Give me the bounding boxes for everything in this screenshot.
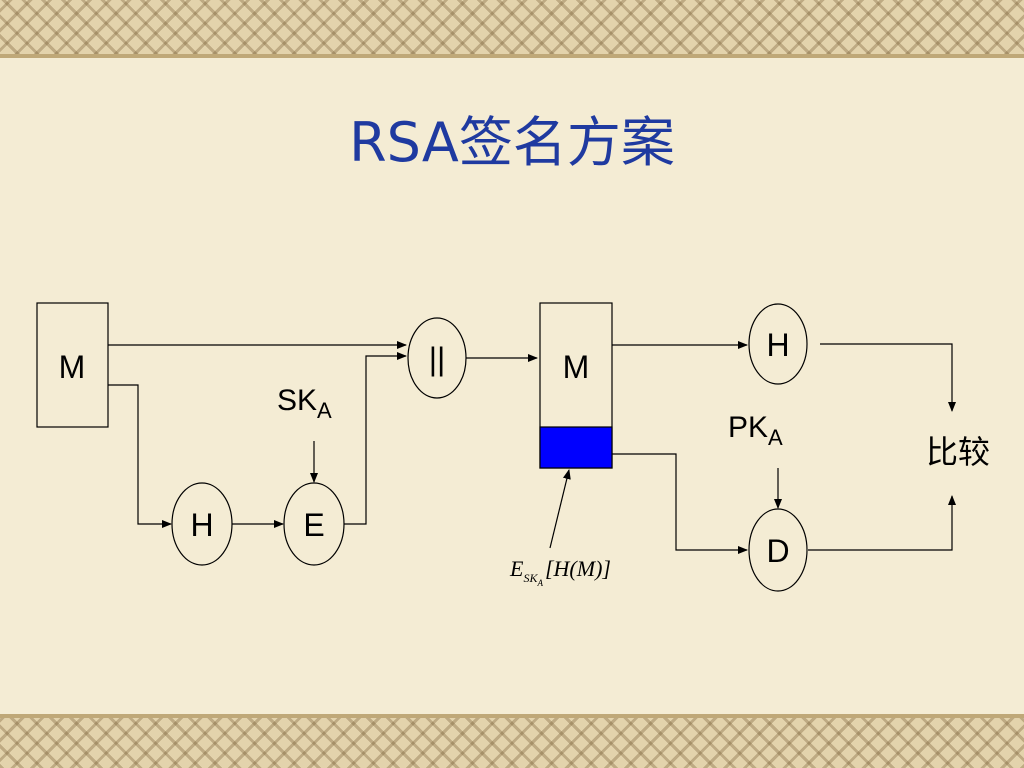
arrow-message-to-hash (108, 384, 172, 528)
page-title: RSA签名方案 (349, 111, 675, 174)
signature-block (539, 426, 613, 469)
sender-message-box (36, 302, 109, 428)
receiver-hash-node (748, 303, 808, 385)
public-key-label: PKA (728, 411, 783, 450)
receiver-message-label: M (563, 349, 590, 385)
signature-formula: ESKA[H(M)] (509, 556, 611, 588)
arrow-signature-to-decrypt (612, 453, 748, 554)
decrypt-label: D (766, 533, 789, 569)
compare-label: 比较 (926, 434, 990, 470)
bottom-decorative-border (0, 714, 1024, 768)
top-decorative-border (0, 0, 1024, 58)
decrypt-node (748, 508, 808, 592)
arrow-encrypt-to-concat (344, 352, 407, 525)
arrow-formula-to-signature (549, 469, 571, 549)
arrow-hash-to-compare (820, 343, 956, 412)
sender-hash-label: H (190, 507, 213, 543)
arrow-decrypt-to-compare (808, 495, 956, 551)
concat-label: || (429, 341, 446, 377)
sender-message-label: M (59, 349, 86, 385)
private-key-label: SKA (277, 384, 332, 423)
receiver-hash-label: H (766, 327, 789, 363)
encrypt-label: E (303, 507, 324, 543)
